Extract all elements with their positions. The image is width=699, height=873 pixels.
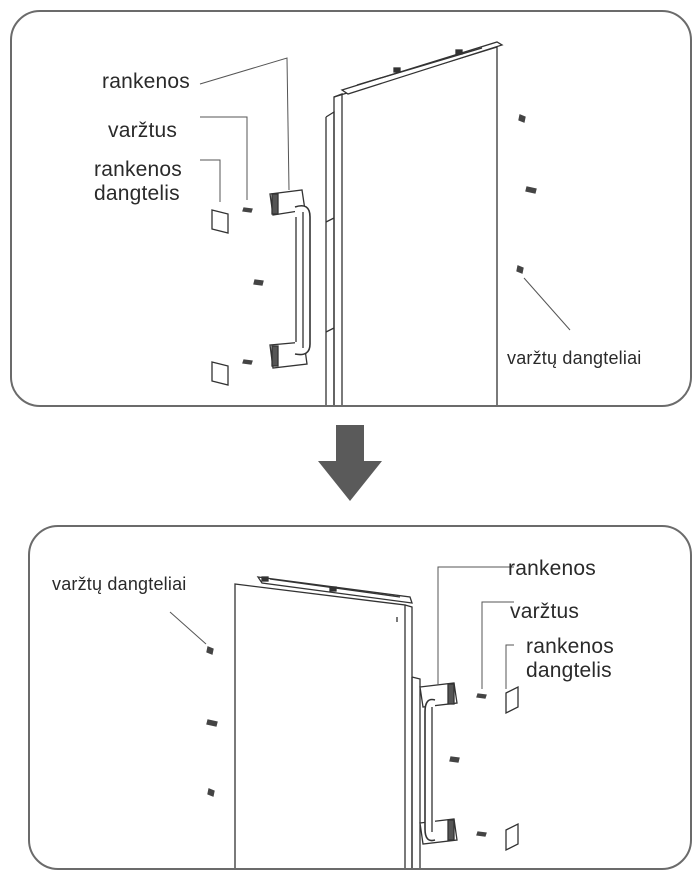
leader-lines (199, 57, 571, 331)
door (325, 41, 504, 405)
leader-lines (169, 566, 514, 689)
bottom-step-panel: rankenos varžtus rankenos dangtelis varž… (28, 525, 692, 870)
handle-covers (505, 685, 519, 852)
bottom-cover-label-line1: rankenos (526, 635, 614, 658)
top-cover-label-line2: dangtelis (94, 182, 180, 205)
top-screw-caps-label: varžtų dangteliai (507, 348, 642, 368)
down-arrow-icon (318, 425, 382, 501)
bottom-door-illustration (169, 566, 519, 868)
screws (206, 646, 487, 837)
screws (242, 114, 537, 365)
top-door-illustration (199, 41, 571, 405)
door (234, 576, 421, 868)
bottom-handle-label: rankenos (508, 557, 596, 580)
handle-covers (211, 209, 229, 386)
top-screws-label: varžtus (108, 119, 178, 142)
bottom-screw-caps-label: varžtų dangteliai (52, 574, 187, 594)
top-step-panel: rankenos varžtus rankenos dangtelis varž… (10, 10, 692, 407)
top-cover-label-line1: rankenos (94, 158, 182, 181)
handle (419, 682, 458, 845)
top-handle-label: rankenos (102, 70, 190, 93)
handle (269, 189, 311, 369)
bottom-cover-label-line2: dangtelis (526, 659, 612, 682)
bottom-screws-label: varžtus (510, 600, 580, 623)
